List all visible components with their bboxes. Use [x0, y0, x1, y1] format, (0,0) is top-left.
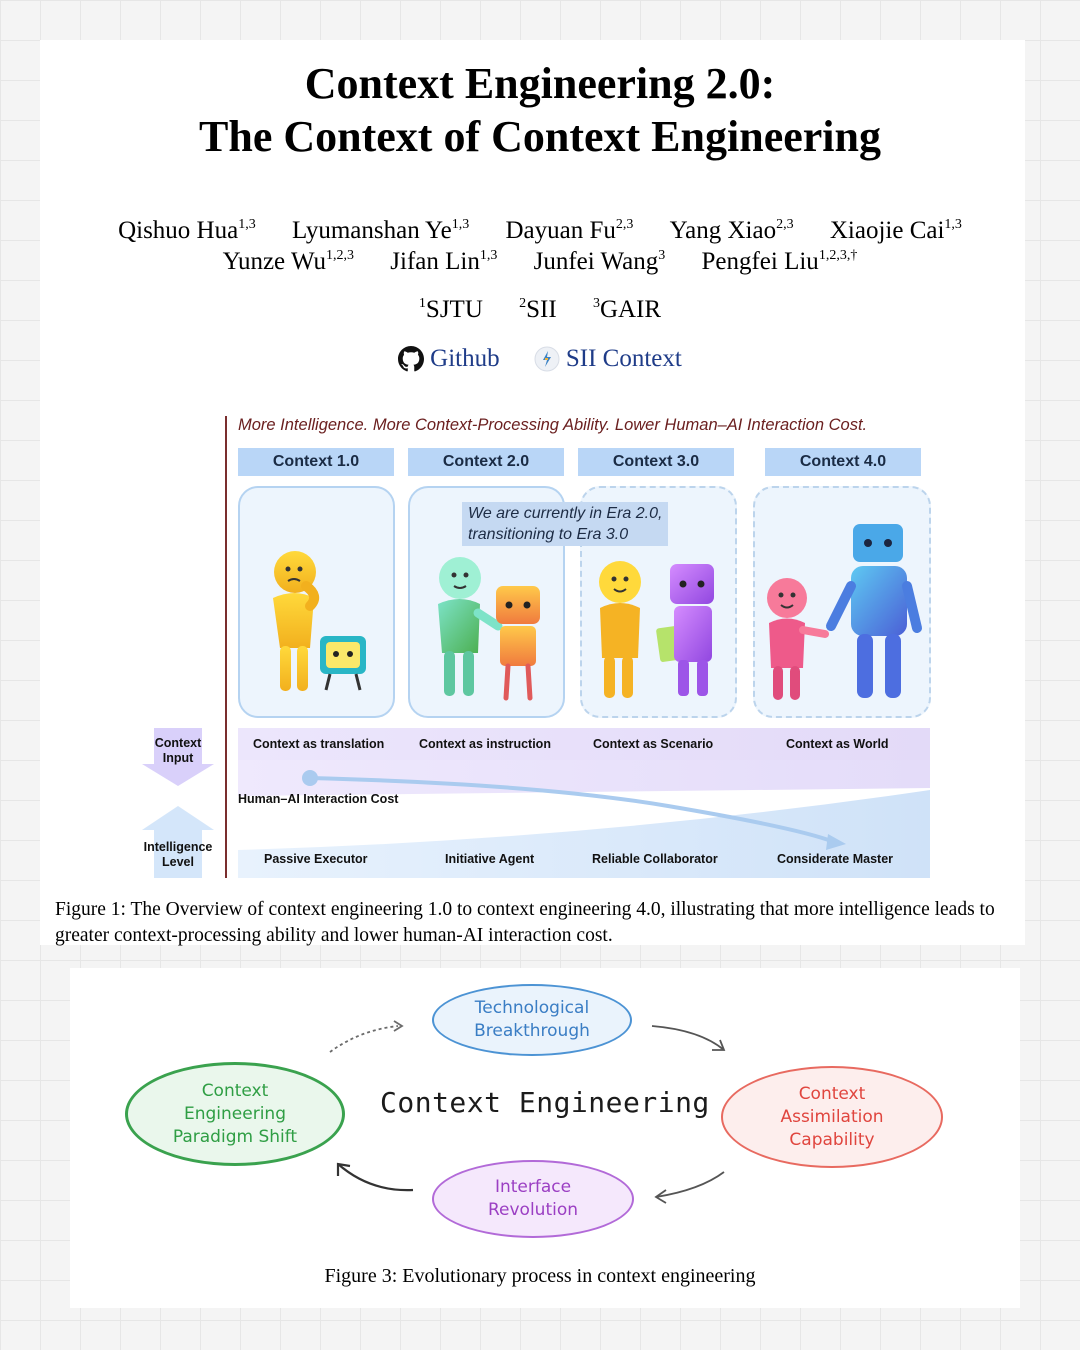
context-input-band: [238, 728, 930, 760]
agent-level-2: Initiative Agent: [445, 852, 535, 866]
context-input-label: Context Input: [154, 736, 202, 765]
node-bottom-label: Interface Revolution: [487, 1177, 579, 1220]
sii-context-link[interactable]: SII Context: [534, 345, 682, 373]
links-row: Github SII Context: [0, 345, 1080, 379]
agent-level-4: Considerate Master: [777, 852, 894, 866]
context-type-4: Context as World: [786, 737, 889, 751]
affiliation: 2SII: [519, 296, 557, 323]
node-paradigm-shift: Context Engineering Paradigm Shift: [125, 1062, 345, 1166]
era-note: We are currently in Era 2.0, transitioni…: [462, 502, 669, 546]
era-header-4: Context 4.0: [765, 448, 921, 476]
agent-level-1: Passive Executor: [264, 852, 368, 866]
author: Yang Xiao2,3: [669, 217, 794, 244]
context-type-3: Context as Scenario: [593, 737, 714, 751]
agent-level-3: Reliable Collaborator: [592, 852, 718, 866]
cycle-arrows: [329, 1020, 726, 1204]
context-type-1: Context as translation: [253, 737, 385, 751]
author-row-1: Qishuo Hua1,3 Lyumanshan Ye1,3 Dayuan Fu…: [0, 209, 1080, 246]
node-interface-revolution: Interface Revolution: [432, 1160, 634, 1238]
thinking-human-with-small-robot-illustration: [273, 551, 366, 691]
author: Dayuan Fu2,3: [505, 217, 634, 244]
figure-1-axis-line: [225, 416, 227, 878]
era-panel-4: [753, 486, 931, 718]
author: Qishuo Hua1,3: [118, 217, 256, 244]
author: Lyumanshan Ye1,3: [291, 217, 470, 244]
author: Junfei Wang3: [533, 248, 666, 275]
context-engineering-center-title: Context Engineering: [380, 1086, 710, 1119]
era-header-1: Context 1.0: [238, 448, 394, 476]
paper-title-line2: The Context of Context Engineering: [199, 112, 881, 161]
node-top-label: Technological Breakthrough: [474, 998, 590, 1041]
interaction-cost-arrow: [302, 770, 846, 850]
era-header-2: Context 2.0: [408, 448, 564, 476]
human-instructing-robot-illustration: [438, 557, 540, 701]
figure-1-caption: Figure 1: The Overview of context engine…: [55, 899, 995, 946]
node-right-label: Context Assimilation Capability: [780, 1083, 884, 1150]
affiliation: 1SJTU: [418, 296, 483, 323]
human-robot-handshake-illustration: [767, 524, 922, 700]
author: Jifan Lin1,3: [390, 248, 498, 275]
context-input-down-arrow: [142, 728, 214, 786]
intelligence-up-arrow: [142, 806, 214, 878]
github-link[interactable]: Github: [398, 345, 500, 373]
github-icon: [398, 346, 425, 372]
node-context-assimilation-capability: Context Assimilation Capability: [721, 1066, 943, 1168]
node-technological-breakthrough: Technological Breakthrough: [432, 984, 632, 1056]
node-left-label: Context Engineering Paradigm Shift: [172, 1080, 298, 1147]
figure-1: More Intelligence. More Context-Processi…: [130, 410, 940, 880]
sii-logo-icon: [534, 346, 560, 372]
human-and-robot-collaborating-illustration: [599, 561, 714, 698]
author-row-2: Yunze Wu1,2,3 Jifan Lin1,3 Junfei Wang3 …: [0, 240, 1080, 277]
affiliations: 1SJTU 2SII 3GAIR: [0, 296, 1080, 324]
era-header-3: Context 3.0: [578, 448, 734, 476]
paper-title-line1: Context Engineering 2.0:: [304, 59, 776, 108]
intelligence-level-label: Intelligence Level: [143, 840, 213, 869]
author: Pengfei Liu1,2,3,†: [701, 248, 858, 275]
context-type-2: Context as instruction: [419, 737, 551, 751]
figure-1-banner: More Intelligence. More Context-Processi…: [238, 416, 868, 434]
affiliation: 3GAIR: [592, 296, 662, 323]
era-note-line1: We are currently in Era 2.0,: [468, 505, 663, 522]
author: Yunze Wu1,2,3: [222, 248, 355, 275]
intelligence-level-band: [238, 760, 930, 878]
era-note-line2: transitioning to Era 3.0: [468, 526, 629, 543]
author: Xiaojie Cai1,3: [829, 217, 962, 244]
interaction-cost-label: Human–AI Interaction Cost: [238, 792, 399, 806]
era-panel-1: [238, 486, 395, 718]
figure-3-caption: Figure 3: Evolutionary process in contex…: [324, 1265, 756, 1287]
